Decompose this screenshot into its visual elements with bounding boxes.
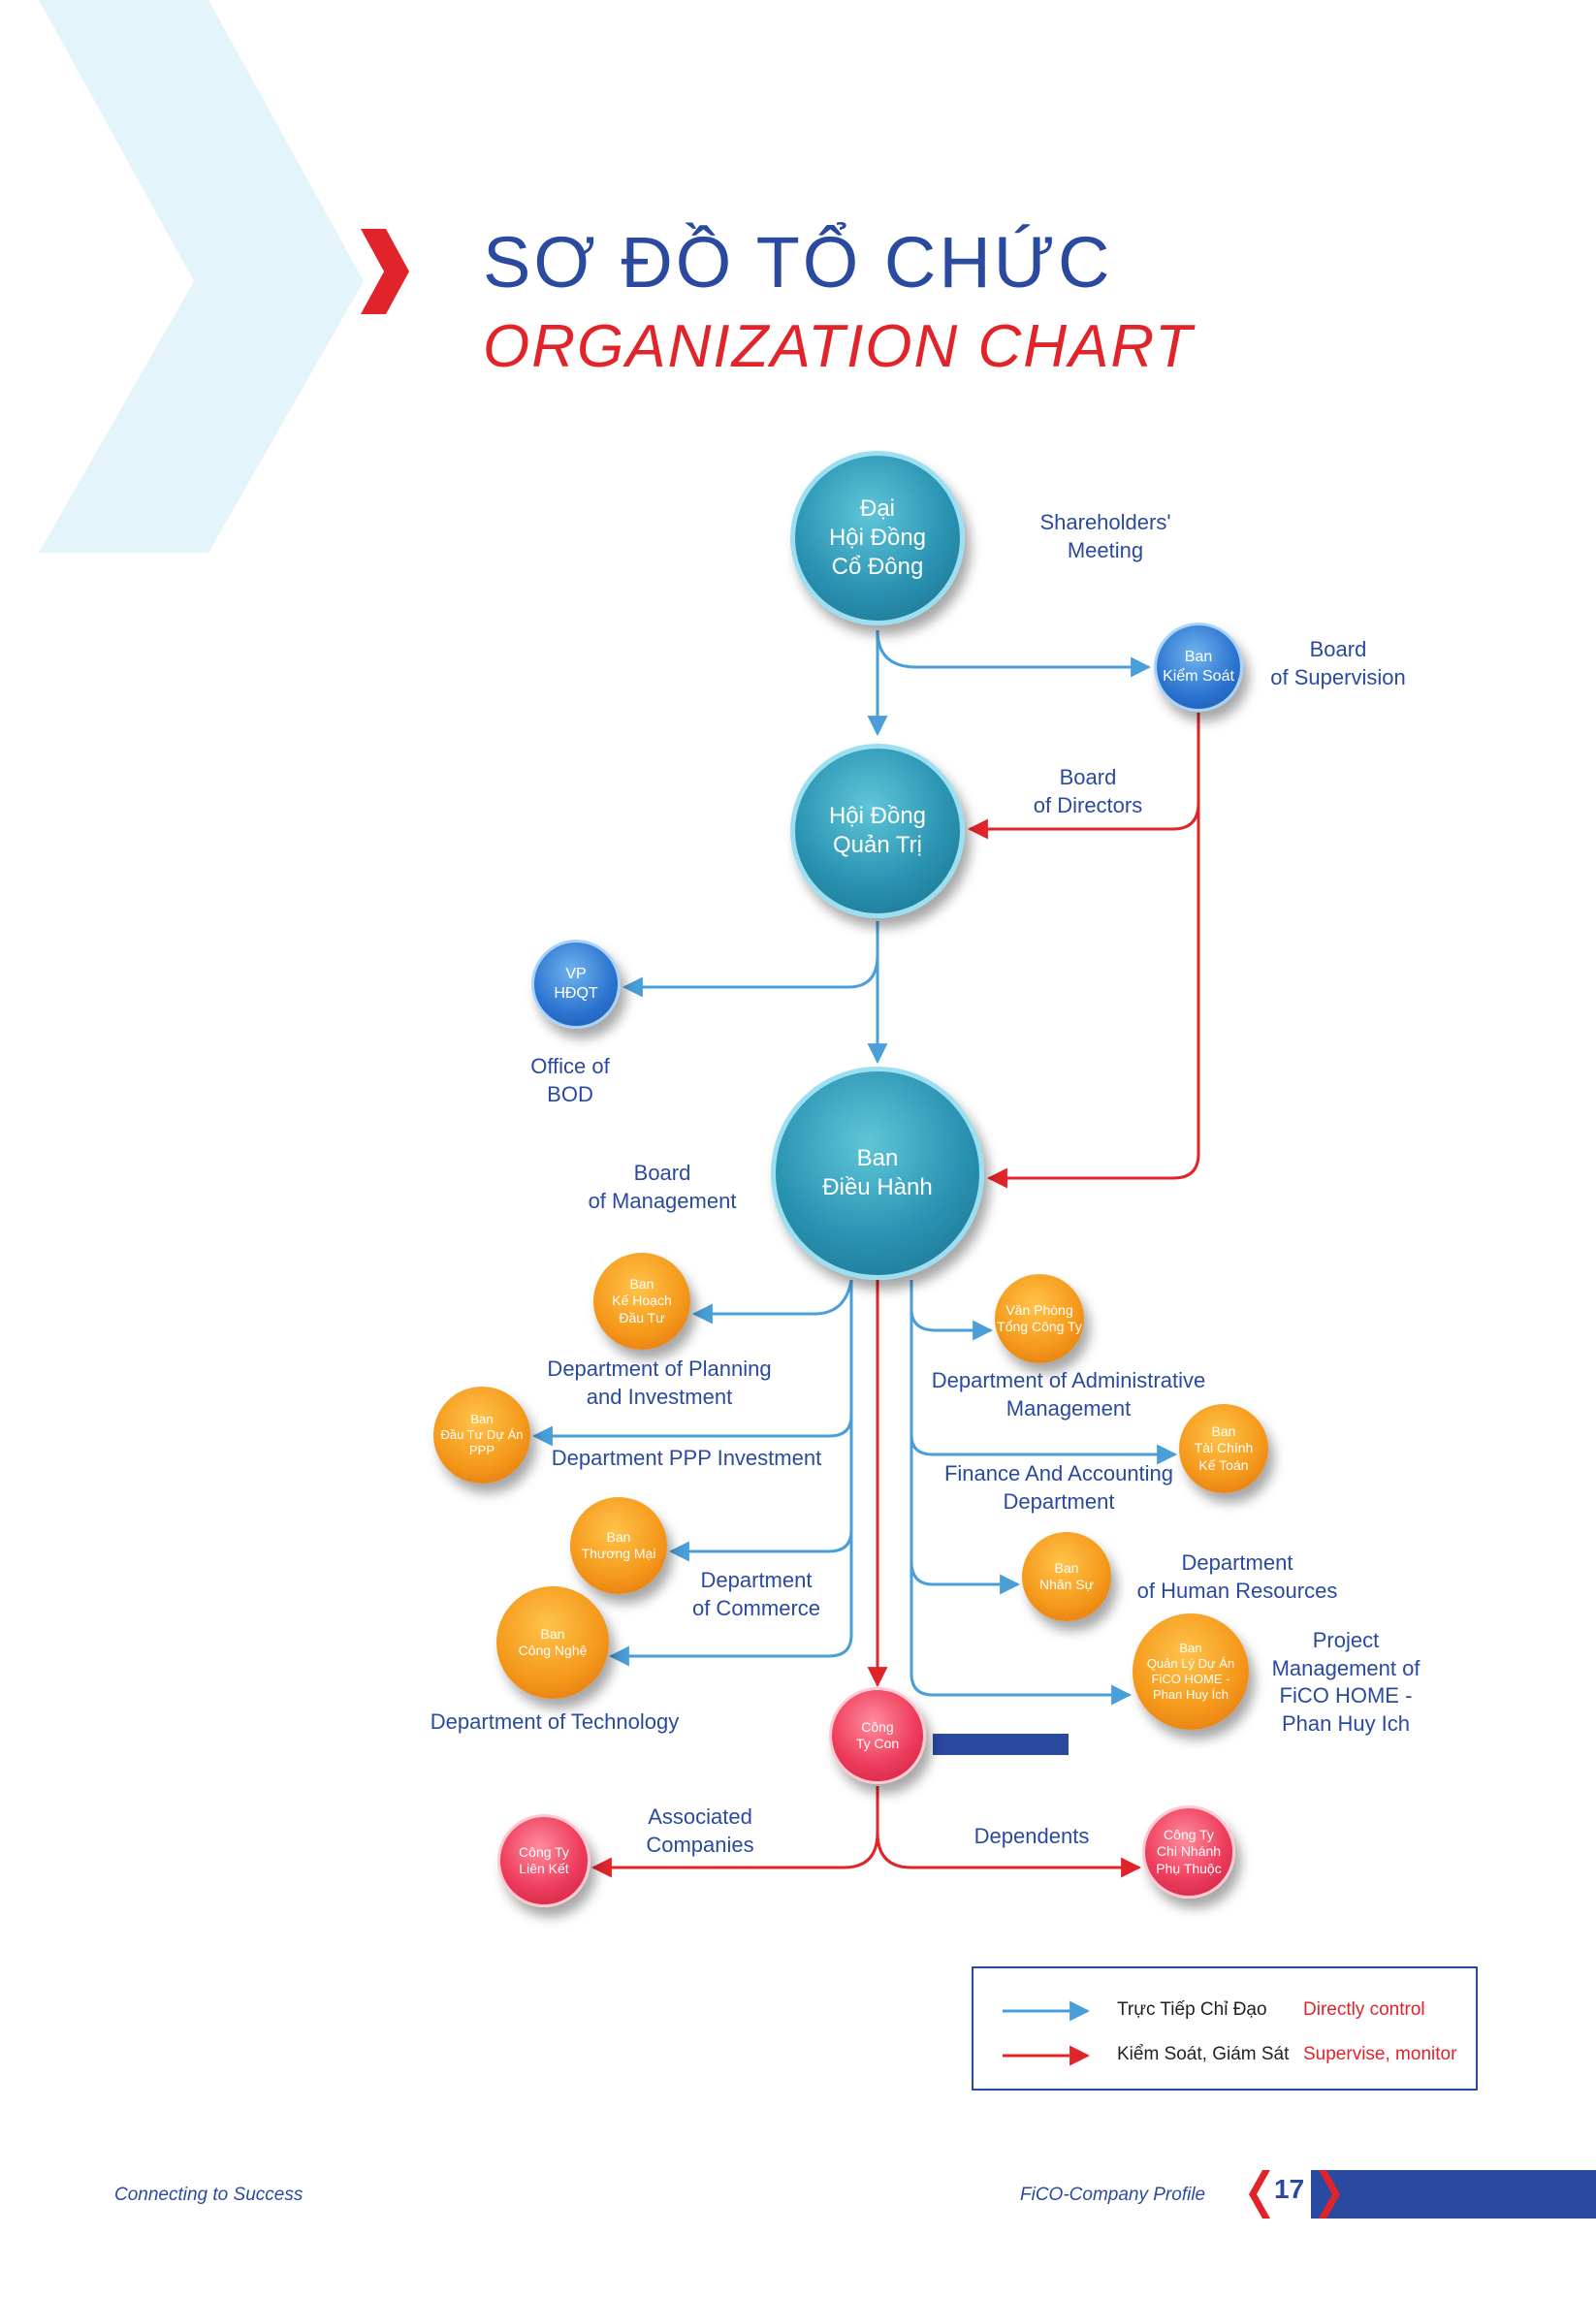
legend-supervise-row: Kiểm Soát, Giám Sát Supervise, monitor [974, 2042, 1476, 2071]
connector-bdh-to-qlda [910, 1280, 1133, 1706]
page-chevron-left-icon [1249, 2170, 1270, 2219]
connector-hdqt-to-vphdqt [622, 921, 879, 998]
connector-bdh-to-vptct [910, 1280, 994, 1341]
legend-direct-row: Trực Tiếp Chỉ Đạo Directly control [974, 1997, 1476, 2027]
node-label-vphdqt: Office of BOD [530, 1054, 610, 1106]
connector-ctc-to-ctcn [876, 1786, 1142, 1878]
connector-dhdcd-to-bks [876, 629, 1152, 678]
legend-supervise-en: Supervise, monitor [1303, 2044, 1457, 2064]
node-tm: Ban Thương Mại [570, 1497, 667, 1594]
node-khdt: Ban Kế Hoạch Đầu Tư [593, 1253, 690, 1350]
page-title: SƠ ĐỒ TỔ CHỨC [483, 222, 1113, 303]
node-vptct: Văn Phòng Tổng Công Ty [995, 1274, 1084, 1363]
background-chevron-shape [39, 0, 364, 553]
node-label-bks: Board of Supervision [1270, 637, 1406, 689]
node-bks: Ban Kiểm Soát [1154, 623, 1243, 712]
page-subtitle: ORGANIZATION CHART [483, 313, 1194, 380]
node-label-ctlk: Associated Companies [646, 1804, 754, 1857]
connector-bdh-to-tm [668, 1280, 853, 1562]
node-label-khdt: Department of Planning and Investment [547, 1357, 772, 1409]
legend-supervise-vn: Kiểm Soát, Giám Sát [1117, 2044, 1290, 2064]
footer-document-name: FiCO-Company Profile [1020, 2185, 1206, 2205]
connector-bdh-to-khdt [691, 1279, 853, 1325]
title-chevron-icon [361, 229, 409, 314]
node-label-tm: Department of Commerce [691, 1568, 821, 1620]
node-ctcn: Công Ty Chi Nhánh Phụ Thuộc [1142, 1805, 1235, 1899]
node-cn: Ban Công Nghệ [496, 1586, 609, 1699]
page-chevron-right-icon [1319, 2170, 1340, 2219]
node-label-ns: Department of Human Resources [1136, 1550, 1338, 1603]
node-label-tckt: Finance And Accounting Department [943, 1461, 1174, 1514]
node-ctc: Công Ty Con [829, 1687, 926, 1784]
node-bdh: Ban Điều Hành [771, 1067, 984, 1280]
footer-banner [1311, 2170, 1596, 2219]
node-tckt: Ban Tài Chính Kế Toán [1179, 1404, 1268, 1493]
node-label-ppp: Department PPP Investment [551, 1446, 822, 1470]
connector-bks-to-bdh [986, 713, 1200, 1189]
connector-bdh-to-cn [608, 1280, 853, 1667]
node-ctlk: Công Ty Liên Kết [497, 1814, 591, 1907]
node-vphdqt: VP HĐQT [531, 940, 621, 1029]
node-label-ctcn: Dependents [974, 1824, 1090, 1848]
node-label-hdqt: Board of Directors [1033, 765, 1143, 817]
node-hdqt: Hội Đồng Quản Trị [790, 744, 965, 918]
node-qlda: Ban Quản Lý Dự Án FiCO HOME - Phan Huy Í… [1133, 1613, 1249, 1730]
node-label-dhdcd: Shareholders' Meeting [1039, 510, 1171, 562]
node-label-bdh: Board of Management [588, 1161, 737, 1213]
footer-tagline: Connecting to Success [114, 2185, 303, 2205]
page-number: 17 [1274, 2174, 1305, 2204]
node-label-vptct: Department of Administrative Management [931, 1368, 1206, 1421]
node-label-cn: Department of Technology [430, 1709, 680, 1734]
node-ns: Ban Nhân Sự [1022, 1532, 1111, 1621]
legend: Trực Tiếp Chỉ Đạo Directly control Kiểm … [972, 1966, 1478, 2091]
legend-direct-en: Directly control [1303, 1999, 1425, 2020]
node-dhdcd: Đại Hội Đồng Cổ Đông [790, 451, 965, 625]
legend-direct-vn: Trực Tiếp Chỉ Đạo [1117, 1999, 1267, 2020]
subsidiary-highlight-bar [933, 1734, 1069, 1755]
node-label-qlda: Project Management of FiCO HOME - Phan H… [1271, 1628, 1420, 1736]
node-ppp: Ban Đầu Tư Dự Án PPP [433, 1387, 530, 1484]
